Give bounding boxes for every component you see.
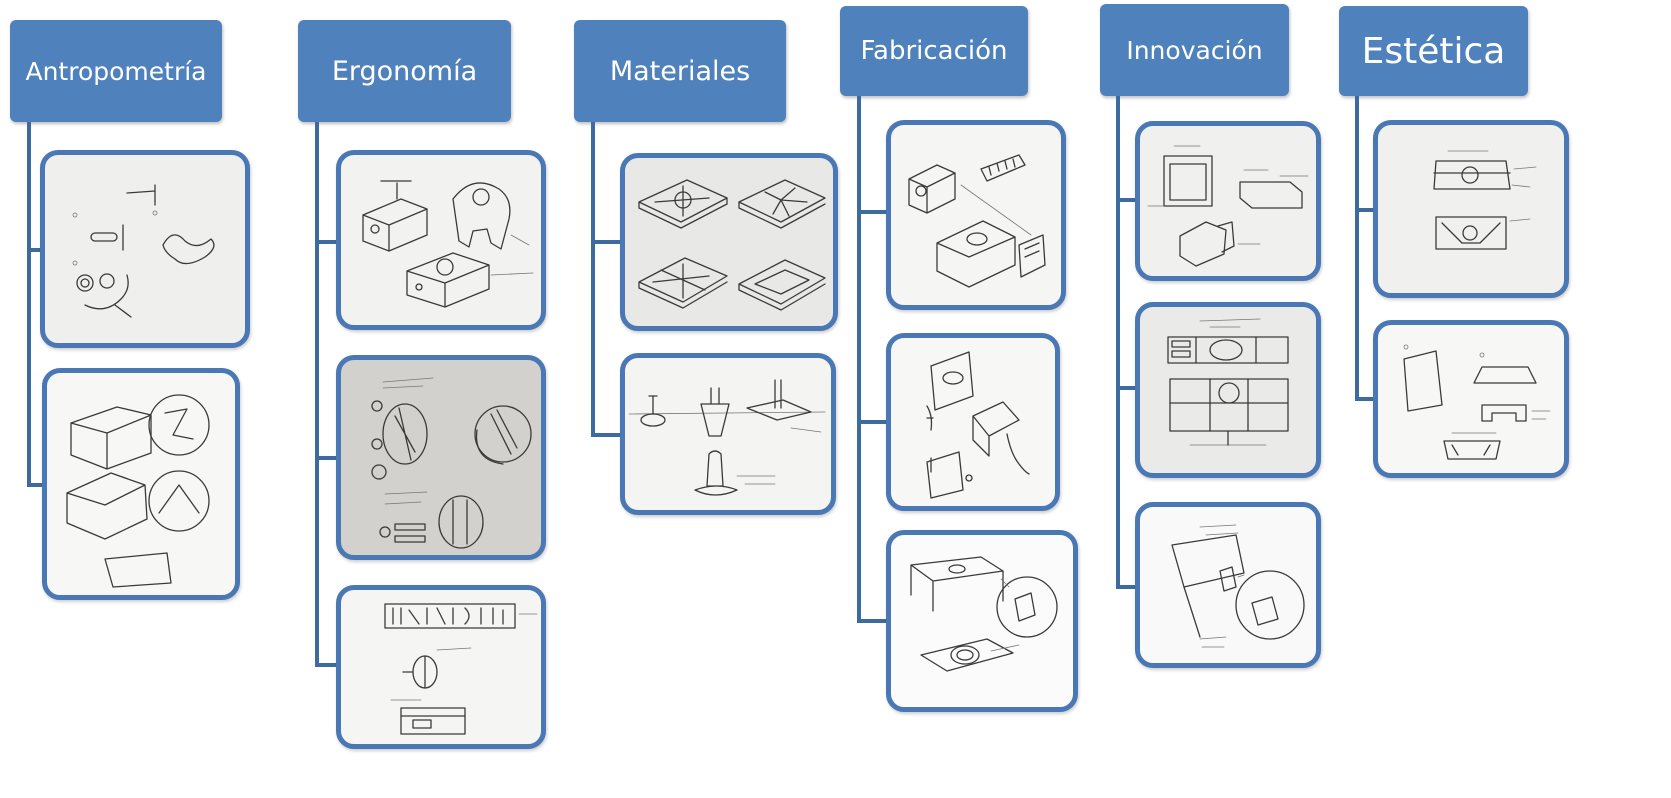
sketch-card: [620, 353, 836, 515]
sketch-card: [620, 153, 838, 331]
tray-molds-sketch-icon: [638, 179, 826, 311]
panel-layout-sketch-icon: [1167, 318, 1289, 446]
sketch-card: [40, 150, 250, 348]
sketch-card: [336, 585, 546, 749]
sketch-card: [1135, 302, 1321, 478]
sketch-card: [336, 355, 546, 560]
connector: [1116, 198, 1136, 202]
connector: [1116, 96, 1120, 589]
lid-detail-sketch-icon: [1171, 524, 1305, 648]
sketch-card: [336, 150, 546, 330]
front-view-sketch-icon: [1433, 150, 1537, 250]
connector: [1116, 386, 1136, 390]
connector: [857, 420, 887, 424]
connector: [857, 96, 861, 623]
connector: [315, 240, 337, 244]
knob-control-sketch-icon: [371, 377, 532, 549]
connector: [27, 483, 43, 487]
bracket-parts-sketch-icon: [926, 351, 1030, 499]
sketch-card: [1373, 320, 1569, 478]
sketch-card: [886, 120, 1066, 310]
connector: [27, 248, 43, 252]
profile-views-sketch-icon: [1403, 344, 1551, 460]
header-label: Innovación: [1126, 35, 1263, 65]
connector: [1355, 96, 1359, 401]
connector: [591, 433, 621, 437]
connector: [315, 456, 337, 460]
connector: [857, 210, 887, 214]
connector: [591, 122, 595, 437]
connector: [591, 240, 621, 244]
handle-grip-sketch-icon: [362, 180, 534, 308]
header-fabricacion: Fabricación: [840, 6, 1028, 96]
header-innovacion: Innovación: [1100, 4, 1289, 96]
header-label: Antropometría: [25, 56, 207, 86]
connector: [1116, 585, 1136, 589]
connector: [857, 619, 887, 623]
table-joint-sketch-icon: [910, 556, 1058, 672]
appliance-box-sketch-icon: [1147, 145, 1309, 267]
sketch-card: [1135, 502, 1321, 668]
sketch-card: [1135, 121, 1321, 281]
sketch-card: [1373, 120, 1569, 298]
header-estetica: Estética: [1339, 6, 1528, 96]
connector: [315, 122, 319, 667]
header-antropometria: Antropometría: [10, 20, 222, 122]
sketch-card: [886, 333, 1060, 511]
connector: [1355, 208, 1375, 212]
button-panel-sketch-icon: [384, 603, 538, 735]
hinge-detail-sketch-icon: [66, 394, 210, 588]
header-label: Ergonomía: [331, 55, 478, 87]
connector: [1355, 397, 1375, 401]
hand-measurement-sketch-icon: [72, 184, 215, 318]
connector: [27, 122, 31, 487]
header-materiales: Materiales: [574, 20, 786, 122]
header-ergonomia: Ergonomía: [298, 20, 511, 122]
header-label: Materiales: [609, 55, 751, 87]
connector: [315, 663, 337, 667]
header-label: Fabricación: [860, 36, 1008, 66]
pedestal-stand-sketch-icon: [628, 379, 826, 496]
box-assembly-sketch-icon: [908, 154, 1046, 288]
sketch-card: [886, 530, 1078, 712]
sketch-card: [42, 368, 240, 600]
header-label: Estética: [1361, 30, 1506, 72]
